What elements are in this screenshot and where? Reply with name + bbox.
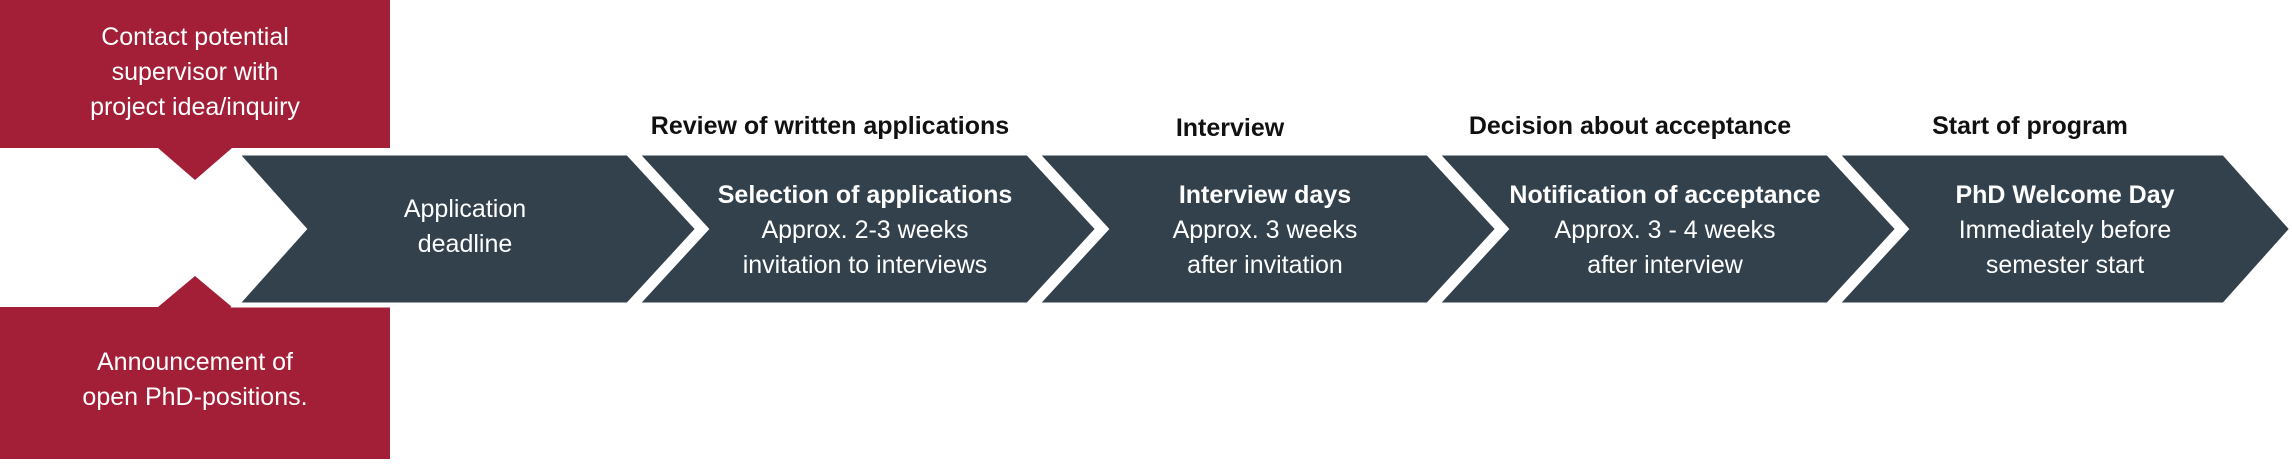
heading-interview: Interview xyxy=(1175,114,1285,142)
step-5-line-1: Immediately before xyxy=(1958,216,2172,244)
step-5-line-2: semester start xyxy=(1985,251,2145,279)
step-4-line-1: Approx. 3 - 4 weeks xyxy=(1554,216,1776,244)
step-1-text: Application deadline xyxy=(300,192,630,262)
step-chevron-3 xyxy=(1030,150,1502,308)
top-callout-text: Contact potential supervisor with projec… xyxy=(90,23,300,121)
bottom-callout-box xyxy=(0,276,390,459)
step-3-line-2: after invitation xyxy=(1187,251,1343,279)
step-4-line-2: after interview xyxy=(1587,251,1743,279)
step-4-title: Notification of acceptance xyxy=(1509,181,1821,209)
step-chevron-4 xyxy=(1430,150,1902,308)
step-2-line-2: invitation to interviews xyxy=(742,251,988,279)
heading-start: Start of program xyxy=(1932,112,2128,140)
heading-review: Review of written applications xyxy=(650,112,1010,140)
step-chevron-5 xyxy=(1830,150,2292,308)
step-3-text: Interview days Approx. 3 weeks after inv… xyxy=(1100,178,1430,283)
heading-decision: Decision about acceptance xyxy=(1468,112,1792,140)
step-4-text: Notification of acceptance Approx. 3 - 4… xyxy=(1500,178,1830,283)
step-3-line-1: Approx. 3 weeks xyxy=(1172,216,1358,244)
step-chevron-2 xyxy=(630,150,1102,308)
step-3-title: Interview days xyxy=(1178,181,1352,209)
top-callout-box xyxy=(0,0,390,180)
step-2-text: Selection of applications Approx. 2-3 we… xyxy=(700,178,1030,283)
bottom-callout-text: Announcement of open PhD-positions. xyxy=(82,348,308,411)
step-5-text: PhD Welcome Day Immediately before semes… xyxy=(1900,178,2230,283)
step-2-title: Selection of applications xyxy=(717,181,1013,209)
step-5-title: PhD Welcome Day xyxy=(1955,181,2175,209)
step-1-line-1: Application xyxy=(403,195,527,223)
step-chevron-1 xyxy=(230,150,702,308)
step-1-line-2: deadline xyxy=(417,230,513,258)
step-2-line-1: Approx. 2-3 weeks xyxy=(761,216,969,244)
